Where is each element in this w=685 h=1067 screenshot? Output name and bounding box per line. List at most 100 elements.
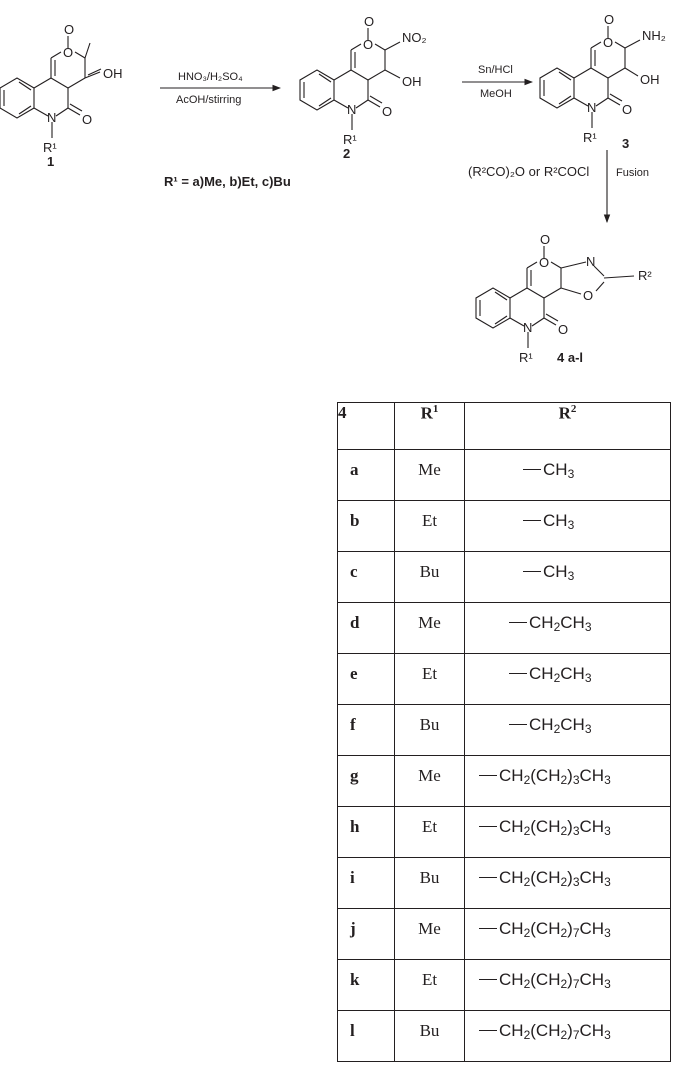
atom-o: O	[363, 37, 373, 52]
compound-id-cell: g	[337, 755, 395, 807]
compound-3-structure: O O NH₂ OH N O R¹	[539, 12, 666, 145]
r2-cell: CH2(CH2)7CH3	[464, 959, 671, 1011]
r1-cell: Et	[394, 653, 465, 705]
compound-4-structure: O O N O R² N O R¹	[475, 232, 652, 365]
atom-carbonyl-o: O	[364, 14, 374, 29]
r2-cell: CH2(CH2)7CH3	[464, 908, 671, 960]
r1-cell: Bu	[394, 704, 465, 756]
atom-n: N	[587, 100, 596, 115]
bond-line	[479, 928, 497, 930]
step3-conditions: Fusion	[616, 167, 649, 179]
compound-id-cell: e	[337, 653, 395, 705]
atom-amino: NH₂	[642, 28, 666, 43]
atom-ketone-o: O	[82, 112, 92, 127]
atom-ketone-o: O	[558, 322, 568, 337]
compound-1-label: 1	[47, 154, 54, 169]
compound-2-label: 2	[343, 146, 350, 161]
r1-cell: Bu	[394, 1010, 465, 1062]
atom-carbonyl-o: O	[64, 22, 74, 37]
atom-o: O	[539, 255, 549, 270]
atom-r1: R¹	[43, 140, 57, 155]
compound-id-cell: c	[337, 551, 395, 603]
step2-conditions: MeOH	[480, 88, 512, 100]
step3-reagent: (R²CO)₂O or R²COCl	[468, 164, 589, 179]
compound-id-cell: i	[337, 857, 395, 909]
r2-cell: CH2CH3	[464, 653, 671, 705]
atom-n: N	[523, 320, 532, 335]
atom-r2: R²	[638, 268, 652, 283]
r1-cell: Bu	[394, 857, 465, 909]
header-r1: R1	[394, 402, 465, 450]
atom-r1: R¹	[343, 132, 357, 147]
r1-cell: Me	[394, 449, 465, 501]
r2-cell: CH2(CH2)3CH3	[464, 857, 671, 909]
step1-conditions: AcOH/stirring	[176, 94, 241, 106]
header-r2: R2	[464, 402, 671, 450]
r2-cell: CH2CH3	[464, 602, 671, 654]
bond-line	[523, 520, 541, 522]
table-header-row: 4 R1 R2	[337, 402, 671, 450]
bond-line	[523, 571, 541, 573]
r1-cell: Me	[394, 602, 465, 654]
r2-cell: CH2(CH2)3CH3	[464, 755, 671, 807]
atom-ketone-o: O	[622, 102, 632, 117]
compound-id-cell: h	[337, 806, 395, 858]
step2-reagent: Sn/HCl	[478, 64, 513, 76]
compound-1-structure: O O OH N O R¹	[0, 22, 123, 155]
atom-n: N	[347, 102, 356, 117]
atom-o: O	[603, 35, 613, 50]
atom-ketone-o: O	[382, 104, 392, 119]
atom-n-oxazole: N	[586, 254, 595, 269]
bond-line	[479, 775, 497, 777]
r2-cell: CH3	[464, 449, 671, 501]
step1-reagent: HNO₃/H₂SO₄	[178, 71, 243, 83]
bond-line	[479, 826, 497, 828]
atom-oh: OH	[103, 66, 123, 81]
r2-cell: CH2(CH2)3CH3	[464, 806, 671, 858]
compound-id-cell: f	[337, 704, 395, 756]
compound-id-cell: j	[337, 908, 395, 960]
atom-carbonyl-o: O	[604, 12, 614, 27]
compound-id-cell: b	[337, 500, 395, 552]
bond-line	[479, 1030, 497, 1032]
atom-o-oxazole: O	[583, 288, 593, 303]
bond-line	[509, 673, 527, 675]
bond-line	[479, 979, 497, 981]
r1-cell: Me	[394, 755, 465, 807]
compound-id-cell: k	[337, 959, 395, 1011]
atom-r1: R¹	[519, 350, 533, 365]
atom-n: N	[47, 110, 56, 125]
atom-nitro: NO₂	[402, 30, 427, 45]
compound-4-label: 4 a-l	[557, 350, 583, 365]
r1-cell: Et	[394, 500, 465, 552]
header-compound: 4	[337, 402, 395, 450]
atom-o: O	[63, 45, 73, 60]
compound-3-label: 3	[622, 136, 629, 151]
r2-cell: CH3	[464, 551, 671, 603]
compound-id-cell: d	[337, 602, 395, 654]
r2-cell: CH2CH3	[464, 704, 671, 756]
atom-carbonyl-o: O	[540, 232, 550, 247]
bond-line	[509, 622, 527, 624]
reaction-scheme: O O OH N O R¹ 1 HNO₃/H₂SO₄ AcOH/stirring…	[0, 12, 666, 365]
atom-r1: R¹	[583, 130, 597, 145]
bond-line	[523, 469, 541, 471]
compound-2-structure: O O NO₂ OH N O R¹	[299, 14, 427, 147]
r2-cell: CH3	[464, 500, 671, 552]
compound-id-cell: a	[337, 449, 395, 501]
r1-cell: Et	[394, 806, 465, 858]
bond-line	[479, 877, 497, 879]
r1-cell: Me	[394, 908, 465, 960]
